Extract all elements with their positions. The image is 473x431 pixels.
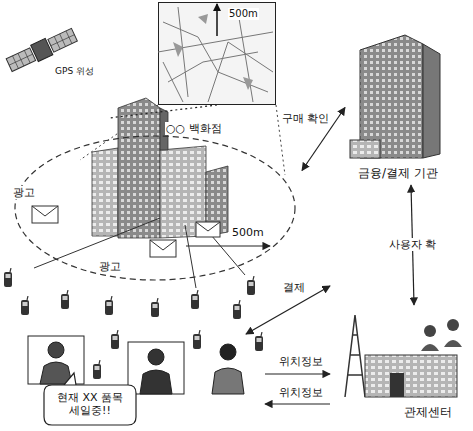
node-label: 광고 [12, 186, 36, 199]
edge-label: 구매 확인 [281, 112, 331, 125]
store-area: ○○ 백화점500m광고광고 [5, 118, 302, 293]
radius-arrow [186, 245, 270, 246]
arrow-label: 위치정보 [278, 355, 324, 368]
ad-envelope-shape [95, 238, 180, 280]
control-center: 관제센터 [335, 305, 465, 425]
node-label: ○○ 백화점 [165, 122, 223, 135]
ad-envelope: 광고 [10, 186, 62, 226]
edge-label: 사용자 확 [388, 238, 438, 251]
connector [109, 105, 217, 118]
area-map: 500m [158, 2, 276, 105]
node-label: 금융/결제 기관 [357, 166, 439, 180]
finance-building: 금융/결제 기관 [345, 30, 455, 185]
node-label: 500m [228, 8, 259, 20]
ad-envelope: 광고 [95, 238, 180, 280]
node-label: 500m [231, 226, 265, 239]
satellite: GPS 위성 [4, 20, 108, 82]
broadcast-lines [34, 218, 245, 288]
node-label: 광고 [98, 260, 122, 273]
node-label: 현재 XX 품목 세일중!! [50, 391, 130, 417]
speech-bubble: 현재 XX 품목 세일중!! [42, 383, 138, 427]
ad-envelope [196, 222, 220, 237]
node-label: 관제센터 [403, 405, 453, 419]
node-label: GPS 위성 [54, 66, 95, 77]
arrow-label: 위치정보 [278, 386, 324, 399]
info-arrows [246, 286, 330, 404]
finance-building-shape [345, 30, 455, 185]
arrow-label: 결제 [282, 281, 306, 294]
store-buildings [92, 98, 228, 238]
